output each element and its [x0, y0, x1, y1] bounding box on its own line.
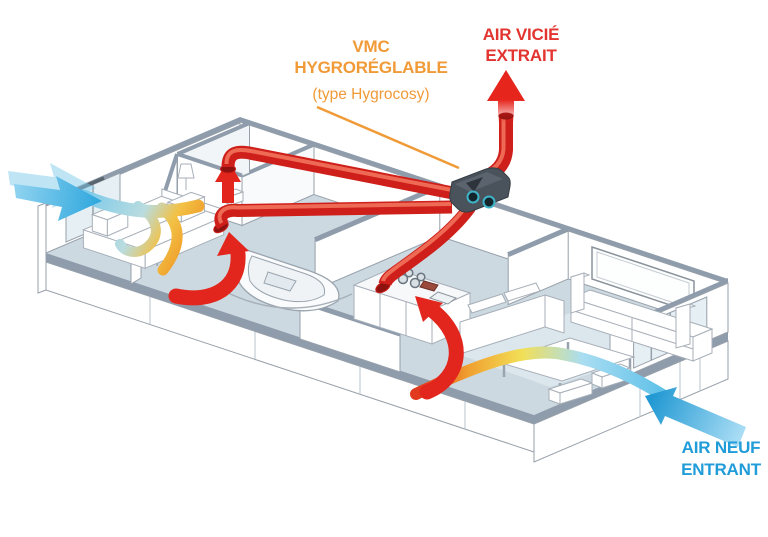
- duct-network: [213, 70, 525, 294]
- vmc-label-line1: VMC: [352, 37, 389, 56]
- air-neuf-label-line1: AIR NEUF: [682, 438, 761, 457]
- bathroom-extraction-arrow: [168, 232, 249, 306]
- kitchen-extraction-arrow: [415, 296, 464, 400]
- exhaust-air-arrow: [487, 70, 525, 122]
- floor-rim-left: [46, 253, 534, 424]
- lamp-shade: [177, 163, 195, 179]
- fresh-air-arrow-left: [14, 176, 102, 221]
- left-wall-end-face: [37, 202, 47, 294]
- air-neuf-label-line2: ENTRANT: [681, 460, 762, 479]
- vmc-unit: [449, 167, 511, 213]
- bathroom-duct: [214, 200, 453, 230]
- annotations: VMC HYGRORÉGLABLE (type Hygrocosy) AIR V…: [294, 25, 762, 479]
- kitchen-duct: [378, 203, 476, 286]
- vmc-port: [482, 195, 496, 209]
- fresh-air-flows: [8, 163, 746, 447]
- corner-bathtub: [221, 246, 353, 312]
- cooktop-burners: [397, 268, 426, 289]
- air-extrait-label-line2: EXTRAIT: [485, 46, 557, 65]
- fresh-air-arrow-right: [645, 387, 746, 447]
- vmc-port: [466, 190, 480, 204]
- air-extrait-label-line1: AIR VICIÉ: [483, 25, 560, 44]
- bathroom-duct-highlight: [217, 202, 452, 225]
- kitchen-living-wall-top: [507, 226, 570, 257]
- bedroom-to-bathroom-flow: [156, 202, 183, 276]
- bedroom-airflow-curl: [115, 201, 161, 257]
- vmc-pointer-line: [316, 105, 460, 170]
- cooktop-tray: [419, 280, 439, 292]
- wc-left-wall-top: [176, 121, 251, 156]
- speaker-left: [569, 272, 591, 314]
- sofa-cushion: [503, 282, 541, 302]
- vmc-label-line2: HYGRORÉGLABLE: [294, 58, 447, 77]
- dining-chair: [547, 378, 594, 405]
- speaker-right: [674, 303, 697, 349]
- vmc-label-line3: (type Hygrocosy): [312, 86, 429, 103]
- sofa-cushion: [467, 293, 507, 314]
- kitchen-sink: [428, 291, 458, 305]
- shower-rail: [221, 289, 353, 309]
- wc-duct-highlight: [224, 147, 458, 193]
- kitchen-duct-highlight: [381, 202, 470, 282]
- sofa-armrest: [544, 294, 565, 334]
- sofa: [459, 282, 565, 355]
- slab-joint-lines: [149, 297, 701, 429]
